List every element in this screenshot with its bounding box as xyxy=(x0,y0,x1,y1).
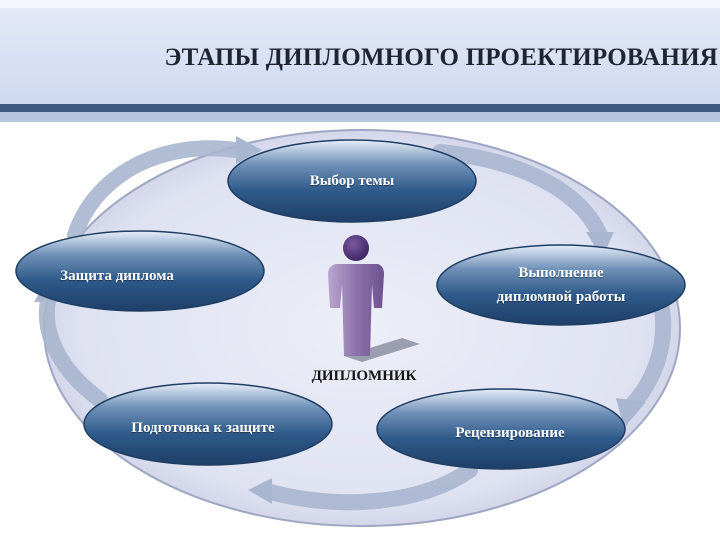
arrow-head-icon xyxy=(616,398,646,428)
header-divider-light xyxy=(0,112,720,122)
curved-arrow-icon xyxy=(38,292,108,408)
arrow-head-icon xyxy=(586,232,614,258)
stage-label-defense-prep: Подготовка к защите xyxy=(131,420,275,436)
stage-node-defense xyxy=(15,230,265,312)
title-banner: ЭТАПЫ ДИПЛОМНОГО ПРОЕКТИРОВАНИЯ xyxy=(0,0,720,104)
person-icon xyxy=(328,235,420,362)
stage-label-topic-selection: Выбор темы xyxy=(309,173,395,189)
center-role-label: ДИПЛОМНИК xyxy=(311,368,417,384)
stage-node-review xyxy=(376,388,626,470)
curved-arrow-icon xyxy=(262,462,478,511)
page-title: ЭТАПЫ ДИПЛОМНОГО ПРОЕКТИРОВАНИЯ xyxy=(164,44,718,71)
stage-label-defense: Защита диплома xyxy=(60,268,174,284)
stage-label-thesis-work-line1: Выполнение xyxy=(518,265,604,281)
arrow-head-icon xyxy=(248,478,272,504)
stage-label-review: Рецензирование xyxy=(455,425,565,441)
stage-node-defense-prep xyxy=(83,382,333,466)
header-divider-dark xyxy=(0,104,720,112)
curved-arrow-icon xyxy=(432,144,608,243)
arrow-head-icon xyxy=(236,136,262,164)
stage-node-topic-selection xyxy=(227,139,477,223)
curved-arrow-icon xyxy=(67,140,243,243)
stage-label-thesis-work-line2: дипломной работы xyxy=(496,289,626,305)
stage-node-thesis-work xyxy=(436,244,686,326)
curved-arrow-icon xyxy=(624,292,672,413)
